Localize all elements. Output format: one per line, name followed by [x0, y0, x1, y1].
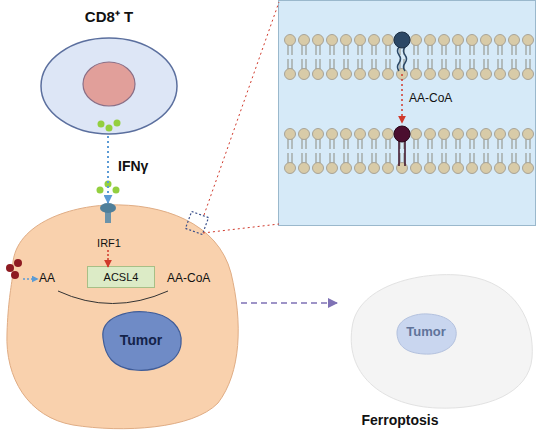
- dead-cell-shape: [351, 275, 532, 409]
- zoom-inset: AA-CoA: [278, 0, 536, 226]
- receptor-head: [100, 203, 116, 213]
- uptake-arrow: [23, 278, 38, 280]
- cytokine-dot: [114, 120, 121, 127]
- molecule-label: AA: [39, 272, 63, 286]
- lipid-tail: [398, 141, 400, 166]
- membrane-bilayer: [283, 128, 535, 174]
- molecule-label: AA-CoA: [409, 92, 479, 106]
- t-cell-shape: [41, 38, 177, 134]
- edge-label: IFNγ: [118, 158, 148, 174]
- cytokine-dot: [106, 125, 113, 132]
- leader-line: [204, 2, 279, 215]
- signal-arrow: [107, 136, 109, 203]
- arachidonic-acid-dot: [6, 264, 14, 272]
- membrane-bilayer: [283, 34, 535, 80]
- t-cell-nucleus: [83, 62, 135, 106]
- tumor-nucleus: Tumor: [95, 308, 185, 374]
- cytokine-dot: [97, 187, 104, 194]
- t-cell: CD8⁺ T: [38, 4, 180, 136]
- membrane-bilayer: [283, 128, 535, 174]
- arachidonic-acid-dot: [11, 271, 19, 279]
- cytokine-dot: [113, 187, 120, 194]
- cytokine-dot: [105, 181, 112, 188]
- cell-label: CD8⁺ T: [38, 8, 180, 25]
- leader-line: [203, 224, 279, 233]
- induction-arrow: [107, 250, 109, 267]
- tumor-cell: IRF1AA AA-CoA ACSL4Tumor: [3, 203, 241, 431]
- reaction-arc: [58, 291, 168, 304]
- outcome-label: Ferroptosis: [345, 412, 455, 428]
- enzyme-label: ACSL4: [88, 271, 154, 284]
- dead-cell: Ferroptosis Tumor: [337, 268, 536, 434]
- tumor-cell-shape: [7, 205, 238, 429]
- lipid-tail: [398, 47, 401, 71]
- arachidonic-acid-dot: [14, 259, 22, 267]
- protein-label: IRF1: [89, 237, 129, 250]
- zoom-region: [185, 211, 208, 234]
- lipid-tail: [404, 47, 407, 71]
- molecule-label: AA-CoA: [167, 272, 227, 286]
- incorporation-arrow: [401, 74, 403, 123]
- membrane-bilayer: [283, 34, 535, 80]
- lipid-tail: [404, 141, 406, 166]
- signal-arrow: [241, 302, 337, 304]
- lipid-head: [394, 32, 410, 48]
- receptor-stem: [105, 210, 111, 223]
- dead-nucleus: Tumor: [392, 312, 460, 356]
- enzyme-box: ACSL4: [87, 266, 155, 288]
- nucleus-label: Tumor: [95, 332, 187, 348]
- lipid-head: [394, 126, 410, 142]
- nucleus-label: Tumor: [392, 325, 460, 340]
- cytokine-dot: [98, 121, 105, 128]
